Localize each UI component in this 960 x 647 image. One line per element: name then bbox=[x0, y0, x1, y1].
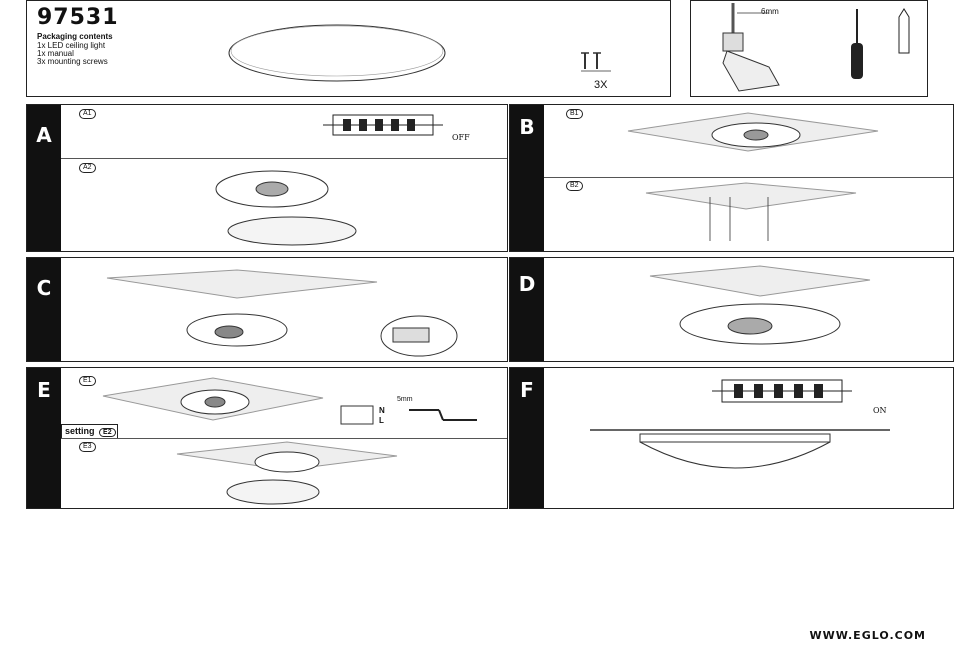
step-a-panel: A A1 OFF A2 bbox=[26, 104, 508, 252]
mounting-screws-icon bbox=[581, 52, 611, 72]
step-d-letter: D bbox=[518, 272, 536, 296]
step-e-divider bbox=[61, 438, 507, 439]
step-e1-label: E1 bbox=[79, 376, 96, 386]
base-mounting-illustration bbox=[649, 265, 871, 345]
step-f-panel: F ON bbox=[509, 367, 954, 509]
step-f-strip: F bbox=[510, 368, 544, 508]
model-number: 97531 bbox=[37, 5, 119, 30]
step-e3-label: E3 bbox=[79, 442, 96, 452]
step-e-panel: E E1 5mm N L setting E2 E3 bbox=[26, 367, 508, 509]
setting-ref-label: E2 bbox=[99, 428, 116, 437]
step-a1-label: A1 bbox=[79, 109, 96, 119]
finished-lamp-illustration bbox=[590, 429, 890, 469]
step-e-strip: E bbox=[27, 368, 61, 508]
contents-item-3: 3x mounting screws bbox=[37, 57, 108, 66]
step-b2-label: B2 bbox=[566, 181, 583, 191]
step-c-strip: C bbox=[27, 258, 61, 361]
step-b-strip: B bbox=[510, 105, 544, 251]
switch-on-terminal-icon bbox=[712, 379, 852, 403]
setting-text: setting bbox=[65, 426, 95, 436]
screwdriver-icon bbox=[851, 9, 863, 79]
contents-item-1: 1x LED ceiling light bbox=[37, 41, 106, 50]
drill-icon bbox=[722, 3, 780, 92]
step-a-strip: A bbox=[27, 105, 61, 251]
packaging-contents-title: Packaging contents bbox=[37, 32, 113, 41]
wiring-illustration bbox=[106, 269, 378, 347]
wire-size-label: 5mm bbox=[397, 396, 413, 403]
off-label: OFF bbox=[452, 133, 470, 142]
step-b-letter: B bbox=[519, 115, 535, 139]
step-a2-label: A2 bbox=[79, 163, 96, 173]
screw-count: 3X bbox=[594, 79, 608, 91]
wire-l-label: L bbox=[379, 416, 384, 425]
step-b1-label: B1 bbox=[566, 109, 583, 119]
header-panel: 97531 Packaging contents 1x LED ceiling … bbox=[26, 0, 671, 97]
setting-label: setting E2 bbox=[61, 424, 118, 439]
website-url[interactable]: WWW.EGLO.COM bbox=[809, 629, 926, 642]
terminal-detail-icon bbox=[380, 315, 458, 357]
step-b-panel: B B1 B2 bbox=[509, 104, 954, 252]
step-f-letter: F bbox=[520, 378, 534, 402]
fixture-base-illustration bbox=[215, 170, 357, 246]
diffuser-attach-illustration bbox=[176, 441, 398, 505]
terminal-block-icon bbox=[323, 114, 443, 136]
step-c-letter: C bbox=[36, 276, 52, 300]
pencil-icon bbox=[898, 8, 910, 54]
on-label: ON bbox=[873, 406, 887, 415]
step-b-divider bbox=[544, 177, 953, 178]
ceiling-light-illustration bbox=[228, 24, 446, 82]
step-e-letter: E bbox=[37, 378, 51, 402]
drill-size-label: 6mm bbox=[761, 7, 779, 16]
step-c-panel: C bbox=[26, 257, 508, 362]
drilling-holes-illustration bbox=[645, 182, 857, 241]
step-a-letter: A bbox=[36, 123, 52, 147]
step-a-divider bbox=[61, 158, 507, 159]
tools-panel: 6mm bbox=[690, 0, 928, 97]
step-d-strip: D bbox=[510, 258, 544, 361]
contents-item-2: 1x manual bbox=[37, 49, 74, 58]
step-d-panel: D bbox=[509, 257, 954, 362]
ceiling-marking-illustration bbox=[627, 112, 879, 152]
wire-strip-icon bbox=[340, 405, 477, 425]
wire-n-label: N bbox=[379, 406, 385, 415]
driver-setting-illustration bbox=[102, 377, 324, 421]
